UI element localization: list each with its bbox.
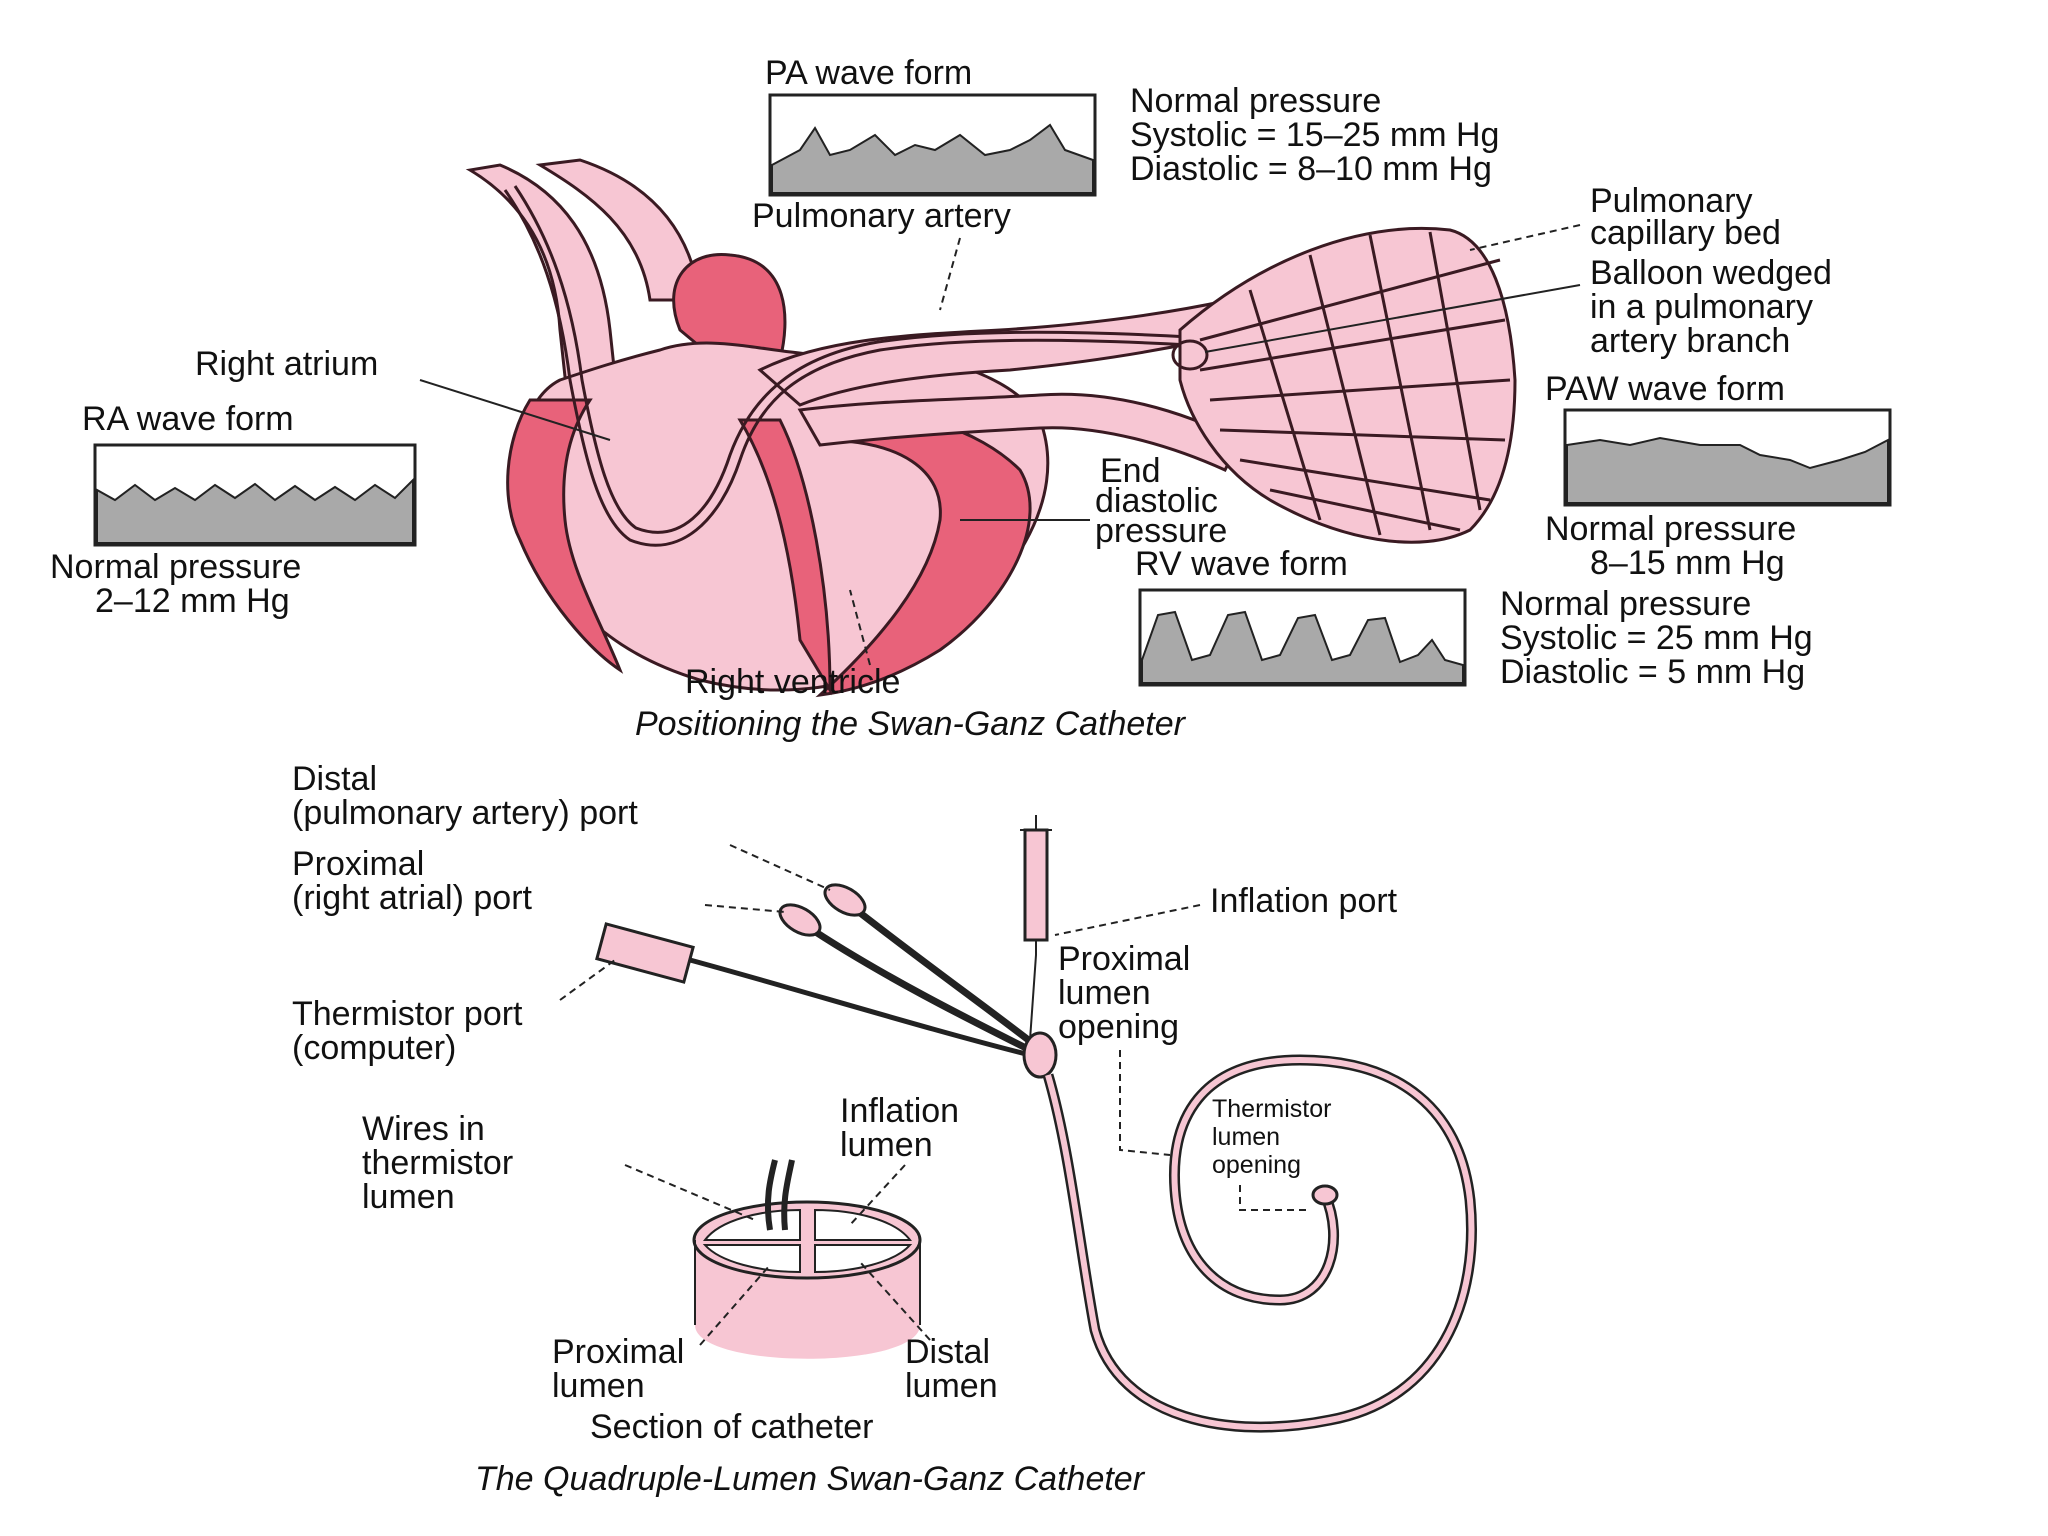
- ra-range: 2–12 mm Hg: [95, 582, 290, 620]
- ra-waveform: RA wave form: [82, 400, 417, 547]
- top-caption: Positioning the Swan-Ganz Catheter: [635, 705, 1187, 743]
- rv-diastolic: Diastolic = 5 mm Hg: [1500, 653, 1805, 691]
- pulmonary-artery-label: Pulmonary artery: [752, 197, 1011, 235]
- proximal-lumen-label-1: Proximal: [552, 1333, 684, 1371]
- inflation-lumen-label-1: Inflation: [840, 1092, 959, 1130]
- balloon-label-2: in a pulmonary: [1590, 288, 1813, 326]
- proximal-port-label-2: (right atrial) port: [292, 879, 533, 917]
- pa-pressure-text: Normal pressure Systolic = 15–25 mm Hg D…: [1130, 82, 1499, 188]
- ra-wave-title: RA wave form: [82, 400, 294, 438]
- pa-wave-title: PA wave form: [765, 54, 972, 92]
- pa-waveform: PA wave form: [765, 54, 1097, 197]
- paw-waveform: PAW wave form: [1545, 370, 1892, 507]
- pa-systolic: Systolic = 15–25 mm Hg: [1130, 116, 1499, 154]
- pa-normal-pressure: Normal pressure: [1130, 82, 1381, 120]
- wires-label-3: lumen: [362, 1178, 455, 1216]
- balloon-label-1: Balloon wedged: [1590, 254, 1832, 292]
- end-diastolic-label-2: diastolic: [1095, 482, 1218, 520]
- proximal-opening-label-3: opening: [1058, 1008, 1179, 1046]
- heart-illustration: [465, 158, 1253, 698]
- wires-label-2: thermistor: [362, 1144, 513, 1182]
- balloon-label-3: artery branch: [1590, 322, 1790, 360]
- catheter-cross-section: [692, 1159, 922, 1359]
- paw-normal-pressure: Normal pressure: [1545, 510, 1796, 548]
- capillary-bed-label-1: Pulmonary: [1590, 182, 1753, 220]
- end-diastolic-label-1: End: [1100, 452, 1161, 490]
- proximal-opening-label-1: Proximal: [1058, 940, 1190, 978]
- rv-systolic: Systolic = 25 mm Hg: [1500, 619, 1813, 657]
- distal-port-label-1: Distal: [292, 760, 377, 798]
- distal-port-label-2: (pulmonary artery) port: [292, 794, 638, 832]
- paw-wave-title: PAW wave form: [1545, 370, 1785, 408]
- proximal-port-label-1: Proximal: [292, 845, 424, 883]
- section-label: Section of catheter: [590, 1408, 874, 1446]
- capillary-bed: [1171, 226, 1517, 544]
- distal-lumen-label-1: Distal: [905, 1333, 990, 1371]
- distal-lumen-label-2: lumen: [905, 1367, 998, 1405]
- right-atrium-label: Right atrium: [195, 345, 378, 383]
- thermistor-opening-label-2: lumen: [1212, 1123, 1280, 1151]
- thermistor-port-label-1: Thermistor port: [292, 995, 523, 1033]
- rv-wave-title: RV wave form: [1135, 545, 1348, 583]
- inflation-lumen-label-2: lumen: [840, 1126, 933, 1164]
- wires-label-1: Wires in: [362, 1110, 485, 1148]
- right-ventricle-label: Right ventricle: [685, 663, 900, 701]
- thermistor-opening-label-1: Thermistor: [1212, 1095, 1331, 1123]
- thermistor-port-label-2: (computer): [292, 1029, 456, 1067]
- proximal-lumen-label-2: lumen: [552, 1367, 645, 1405]
- capillary-bed-label-2: capillary bed: [1590, 214, 1781, 252]
- catheter-illustration: [595, 815, 1477, 1433]
- proximal-opening-label-2: lumen: [1058, 974, 1151, 1012]
- thermistor-opening-label-3: opening: [1212, 1151, 1301, 1179]
- inflation-port-label: Inflation port: [1210, 882, 1398, 920]
- ra-normal-pressure: Normal pressure: [50, 548, 301, 586]
- rv-normal-pressure: Normal pressure: [1500, 585, 1751, 623]
- end-diastolic-label-3: pressure: [1095, 512, 1227, 550]
- bottom-caption: The Quadruple-Lumen Swan-Ganz Catheter: [475, 1460, 1146, 1498]
- paw-range: 8–15 mm Hg: [1590, 544, 1785, 582]
- rv-waveform: RV wave form: [1135, 545, 1467, 687]
- pa-diastolic: Diastolic = 8–10 mm Hg: [1130, 150, 1492, 188]
